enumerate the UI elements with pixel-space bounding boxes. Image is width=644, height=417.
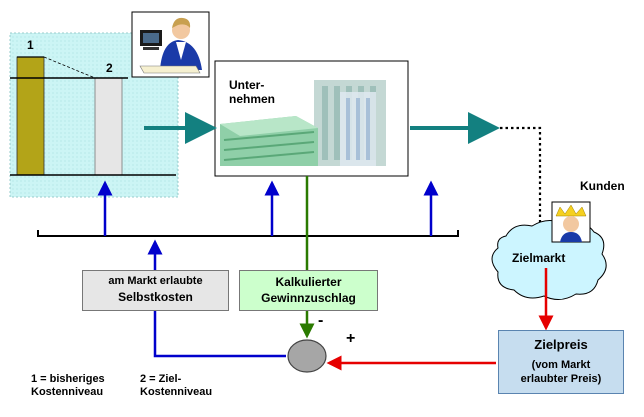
zielpreis-title: Zielpreis bbox=[534, 337, 588, 352]
businessman-at-computer-icon bbox=[131, 11, 210, 78]
gewinnzuschlag-box: Kalkulierter Gewinnzuschlag bbox=[239, 270, 378, 311]
zielpreis-line1: (vom Markt bbox=[531, 358, 591, 371]
legend-item-1: 1 = bisheriges Kostenniveau bbox=[31, 373, 105, 399]
cost-bar-2 bbox=[94, 77, 123, 176]
zielmarkt-label: Zielmarkt bbox=[512, 251, 566, 265]
office-building-icon bbox=[220, 80, 386, 166]
company-label-line2: nehmen bbox=[229, 92, 276, 107]
company-label-line1: Unter- bbox=[229, 78, 265, 92]
zielpreis-box: Zielpreis (vom Markt erlaubter Preis) bbox=[498, 330, 624, 394]
selbstkosten-box: am Markt erlaubte Selbstkosten bbox=[82, 270, 229, 311]
minus-sign: - bbox=[318, 312, 324, 329]
comparator-circle bbox=[287, 339, 327, 373]
cost-bar-1 bbox=[16, 56, 45, 176]
customer-face-icon bbox=[551, 201, 591, 243]
bar-1-label: 1 bbox=[27, 38, 34, 52]
cost-reduction-dashed-line bbox=[43, 56, 96, 79]
kunden-label: Kunden bbox=[580, 179, 625, 193]
dotted-connector bbox=[500, 126, 542, 222]
bar-2-label: 2 bbox=[106, 61, 113, 75]
gewinn-line2: Gewinnzuschlag bbox=[261, 291, 356, 306]
legend-item-2: 2 = Ziel- Kostenniveau bbox=[140, 373, 212, 399]
selbstkosten-line2: Selbstkosten bbox=[118, 289, 193, 304]
plus-sign: + bbox=[346, 330, 356, 347]
company-label: Unter- nehmen bbox=[229, 78, 275, 107]
legend-item-1-line2: Kostenniveau bbox=[31, 386, 104, 399]
legend-item-2-line2: Kostenniveau bbox=[140, 386, 213, 399]
legend-item-2-line1: 2 = Ziel- bbox=[140, 373, 182, 385]
bracket-bar bbox=[37, 230, 459, 237]
selbstkosten-line1: am Markt erlaubte bbox=[108, 275, 203, 287]
zielpreis-line2: erlaubter Preis) bbox=[520, 373, 602, 386]
legend-item-1-line1: 1 = bisheriges bbox=[31, 373, 105, 385]
gewinn-line1: Kalkulierter bbox=[275, 275, 342, 289]
